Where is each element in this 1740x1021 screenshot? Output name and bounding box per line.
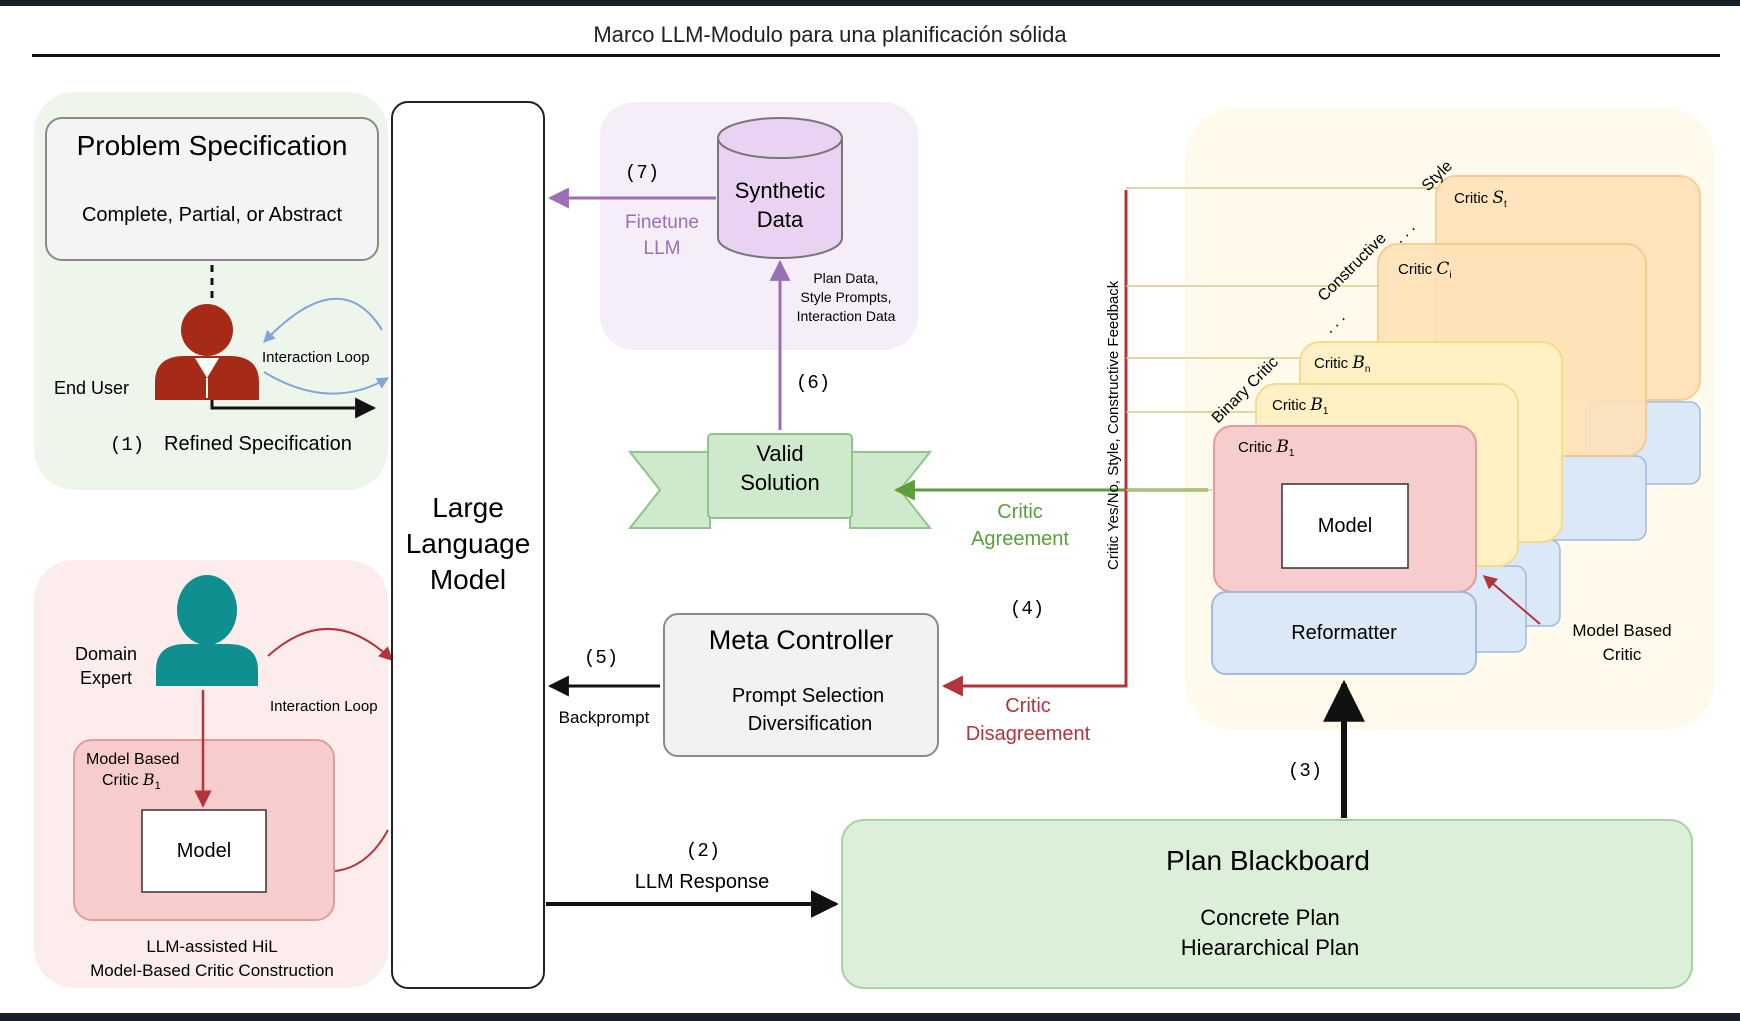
critic-model-label: Model <box>1318 515 1372 537</box>
expert-model-box <box>141 809 267 893</box>
critic-disagreement-line1: Critic <box>1005 695 1051 717</box>
problem-spec-title: Problem Specification <box>77 130 348 161</box>
llm-response-label: LLM Response <box>635 871 770 893</box>
synthetic-source-line2: Style Prompts, <box>800 289 891 305</box>
step-5-label: (5) <box>584 647 618 669</box>
refined-spec-label: Refined Specification <box>164 433 352 455</box>
meta-controller-line1: Prompt Selection <box>732 685 884 707</box>
critic-b1-back-label: Critic B1 <box>1272 395 1329 417</box>
expert-interaction-loop-label: Interaction Loop <box>270 698 378 715</box>
expert-critic-label-line2: Critic B1 <box>102 770 161 792</box>
expert-loop-arrow-top <box>267 628 394 661</box>
user-interaction-loop-label: Interaction Loop <box>262 349 370 366</box>
domain-expert-label-line2: Expert <box>80 668 132 688</box>
step-4-label: (4) <box>1010 598 1044 620</box>
critic-agreement-line1: Critic <box>997 501 1043 523</box>
reformatter-box <box>1211 591 1477 675</box>
synthetic-label-line2: Data <box>757 207 804 232</box>
refined-spec-arrow <box>210 397 377 419</box>
model-based-critic-line2: Critic <box>1603 645 1642 664</box>
bottom-edge-bar <box>0 1013 1740 1021</box>
interaction-loop-arrow-top <box>263 297 383 343</box>
valid-solution-line1: Valid <box>756 441 803 466</box>
valid-solution-line2: Solution <box>740 470 820 495</box>
step-1-label: (1) <box>110 434 144 456</box>
meta-controller-title: Meta Controller <box>709 625 894 655</box>
title-rule <box>32 54 1720 57</box>
step-6-label: (6) <box>796 372 830 394</box>
model-based-critic-line1: Model Based <box>1572 621 1671 640</box>
problem-spec-subtitle: Complete, Partial, or Abstract <box>82 204 343 226</box>
valid-solution-ribbon <box>627 433 933 529</box>
plan-blackboard-title: Plan Blackboard <box>1166 845 1370 876</box>
top-edge-bar <box>0 0 1740 6</box>
problem-spec-box <box>45 117 379 261</box>
meta-controller-line2: Diversification <box>748 713 872 735</box>
critic-b1-front-label: Critic B1 <box>1238 437 1295 459</box>
model-based-critic-pointer <box>1482 575 1541 625</box>
synthetic-source-line3: Interaction Data <box>797 308 896 324</box>
plan-blackboard-box <box>841 819 1693 989</box>
llm-label-line1: Large <box>432 492 504 523</box>
end-user-icon <box>155 304 259 400</box>
critic-agreement-line2: Agreement <box>971 528 1069 550</box>
step-3-label: (3) <box>1288 760 1322 782</box>
end-user-label: End User <box>54 378 129 398</box>
critic-disagreement-arrow <box>941 190 1128 697</box>
plan-blackboard-line2: Hieararchical Plan <box>1181 935 1360 960</box>
page-title: Marco LLM-Modulo para una planificación … <box>593 22 1067 47</box>
step-2-label: (2) <box>686 840 720 862</box>
finetune-label-line1: Finetune <box>625 212 699 233</box>
meta-controller-box <box>663 613 939 757</box>
synthetic-source-line1: Plan Data, <box>813 270 878 286</box>
llm-label-line2: Language <box>406 528 531 559</box>
domain-expert-label-line1: Domain <box>75 644 137 664</box>
llm-label-line3: Model <box>430 564 506 595</box>
critic-bn-label: Critic Bn <box>1314 353 1370 375</box>
synthetic-data-cylinder <box>717 117 843 259</box>
critic-disagreement-line2: Disagreement <box>966 723 1091 745</box>
domain-expert-icon <box>156 575 258 686</box>
expert-caption-line1: LLM-assisted HiL <box>146 937 277 956</box>
feedback-vertical-label: Critic Yes/No, Style, Constructive Feedb… <box>1105 280 1122 570</box>
expert-caption-line2: Model-Based Critic Construction <box>90 961 334 980</box>
synthetic-label-line1: Synthetic <box>735 178 826 203</box>
expert-model-label: Model <box>177 840 231 862</box>
reformatter-label: Reformatter <box>1291 622 1397 644</box>
critic-s-label: Critic St <box>1454 188 1507 210</box>
llm-box <box>391 101 545 989</box>
plan-blackboard-line1: Concrete Plan <box>1200 905 1339 930</box>
interaction-loop-arrow-bottom <box>263 371 390 395</box>
feedback-lines <box>1126 187 1440 491</box>
step-7-label: (7) <box>625 162 659 184</box>
backprompt-label: Backprompt <box>559 708 650 727</box>
critic-model-box <box>1281 483 1409 569</box>
finetune-label-line2: LLM <box>644 238 681 259</box>
critic-c-label: Critic Ci <box>1398 259 1452 281</box>
expert-critic-label-line1: Model Based <box>86 751 179 768</box>
